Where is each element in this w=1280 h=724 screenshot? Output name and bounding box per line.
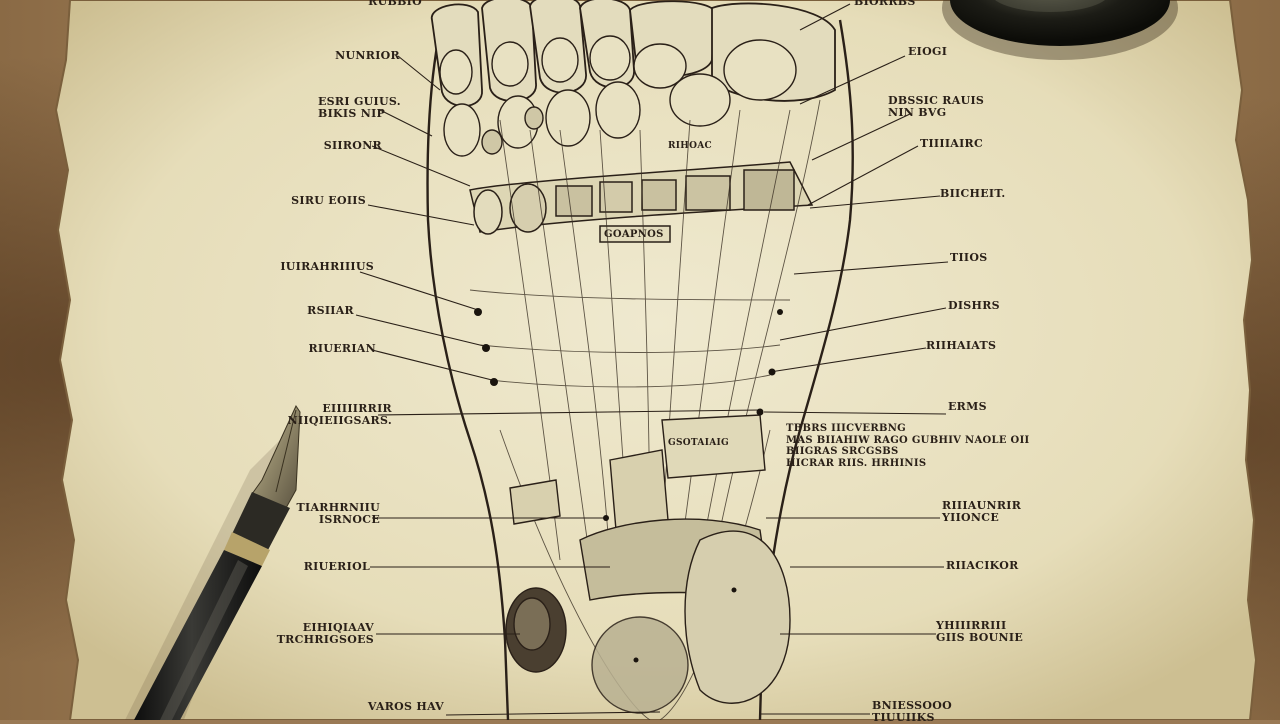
label-line: GIIS BOUNIE bbox=[936, 631, 1024, 644]
label-line: SIIRONR bbox=[323, 139, 382, 152]
label-line: EIIIIIRRIR bbox=[322, 402, 392, 415]
pen-grip bbox=[232, 492, 290, 550]
label-line: YIIONCE bbox=[942, 511, 1000, 524]
label-line: NUNRIOR bbox=[335, 49, 400, 62]
label-line: RIIACIKOR bbox=[946, 559, 1019, 572]
label-right-02: EIOGI bbox=[908, 46, 947, 58]
label-line: DBSSIC RAUIS bbox=[888, 94, 985, 107]
label-right-06: TIIOS bbox=[950, 252, 988, 264]
heel-structures bbox=[505, 414, 791, 714]
label-line: BIICHEIT. bbox=[940, 187, 1006, 200]
label-line: VAROS HAV bbox=[367, 700, 444, 713]
label-right-13: BNIESSOOO TIUUIIKS bbox=[872, 700, 952, 724]
label-line: TBBRS IIICVERBNG bbox=[786, 423, 906, 434]
label-left-01: RUBBIO bbox=[368, 0, 422, 8]
label-line: BIKIS NIP bbox=[318, 107, 386, 120]
label-right-04: TIIIIAIRC bbox=[920, 138, 983, 150]
label-left-12: EIHIQIAAV TRCHRIGSOES bbox=[277, 622, 374, 646]
label-line: TIIOS bbox=[950, 251, 988, 264]
marker-dots bbox=[474, 308, 783, 663]
label-left-06: IUIRAHRIIIUS bbox=[280, 261, 374, 273]
label-line: EIOGI bbox=[908, 45, 948, 58]
label-right-01: BIORRBS bbox=[854, 0, 916, 8]
label-line: RIUERIOL bbox=[303, 560, 370, 573]
label-line: TIARHRNIIU bbox=[296, 501, 380, 514]
label-left-11: RIUERIOL bbox=[304, 561, 370, 573]
label-center-band: GOAPNOS bbox=[604, 229, 664, 241]
label-line: RIHOAC bbox=[668, 141, 712, 151]
label-right-07: DISHRS bbox=[948, 300, 1000, 312]
fountain-pen bbox=[125, 404, 301, 720]
label-line: BIORRBS bbox=[854, 0, 916, 8]
label-left-09: EIIIIIRRIR NIIQIEIIGSARS. bbox=[288, 403, 392, 427]
label-line: TRCHRIGSOES bbox=[276, 633, 374, 646]
label-line: GOAPNOS bbox=[604, 229, 664, 240]
label-left-08: RIUERIAN bbox=[308, 343, 376, 355]
label-line: BNIESSOOO bbox=[872, 699, 952, 712]
label-right-09: ERMS bbox=[948, 401, 987, 413]
label-line: ISRNOCE bbox=[318, 513, 380, 526]
label-line: HICRAR RIIS. HRHINIS bbox=[786, 457, 927, 469]
label-left-13: VAROS HAV bbox=[368, 701, 444, 713]
label-line: ESRI GUIUS. bbox=[318, 95, 401, 108]
ink-pot bbox=[942, 0, 1178, 60]
label-right-05: BIICHEIT. bbox=[940, 188, 1006, 200]
label-line: DISHRS bbox=[948, 299, 1000, 312]
label-line: YHIIIRRIII bbox=[936, 619, 1007, 632]
label-line: RUBBIO bbox=[368, 0, 422, 8]
label-line: BIIGRAS SRCGSBS bbox=[786, 446, 899, 457]
parchment-sheet bbox=[54, 0, 1258, 720]
label-line: MAS BIIAHIW RAGO GUBHIV NAOLE OII bbox=[786, 434, 1030, 446]
label-line: RIIIAUNRIR bbox=[942, 499, 1022, 512]
label-left-03: ESRI GUIUS. BIKIS NIP bbox=[318, 96, 401, 120]
label-left-05: SIRU EOIIS bbox=[291, 195, 366, 207]
label-center-heel-box: GSOTAIAIG bbox=[668, 437, 729, 449]
leader-lines-left bbox=[355, 55, 761, 716]
label-right-12: YHIIIRRIII GIIS BOUNIE bbox=[936, 620, 1023, 644]
label-left-02: NUNRIOR bbox=[335, 50, 400, 62]
label-right-08: RIIHAIATS bbox=[926, 340, 996, 352]
label-line: RIIHAIATS bbox=[926, 339, 997, 352]
toe-joints bbox=[439, 35, 797, 157]
label-center-note: TBBRS IIICVERBNG MAS BIIAHIW RAGO GUBHIV… bbox=[786, 423, 1030, 469]
label-line: RIUERIAN bbox=[308, 342, 376, 355]
label-line: IUIRAHRIIIUS bbox=[280, 260, 374, 273]
label-line: EIHIQIAAV bbox=[302, 621, 374, 634]
label-left-04: SIIRONR bbox=[324, 140, 382, 152]
label-line: SIRU EOIIS bbox=[291, 194, 366, 207]
label-center-box: RIHOAC bbox=[668, 140, 712, 152]
label-right-10: RIIIAUNRIR YIIONCE bbox=[942, 500, 1021, 524]
label-line: TIUUIIKS bbox=[872, 711, 935, 724]
label-line: TIIIIAIRC bbox=[920, 137, 984, 150]
leader-lines-right bbox=[760, 3, 949, 715]
label-line: ERMS bbox=[948, 400, 987, 413]
metatarsal-band bbox=[469, 161, 814, 243]
label-right-03: DBSSIC RAUIS NIN BVG bbox=[888, 95, 984, 119]
label-line: NIIQIEIIGSARS. bbox=[287, 414, 392, 427]
label-line: GSOTAIAIG bbox=[668, 438, 730, 448]
label-left-07: RSIIAR bbox=[307, 305, 354, 317]
label-right-11: RIIACIKOR bbox=[946, 560, 1019, 572]
label-left-10: TIARHRNIIU ISRNOCE bbox=[297, 502, 380, 526]
label-line: RSIIAR bbox=[307, 304, 354, 317]
pen-band bbox=[224, 532, 270, 566]
label-line: NIN BVG bbox=[888, 106, 947, 119]
